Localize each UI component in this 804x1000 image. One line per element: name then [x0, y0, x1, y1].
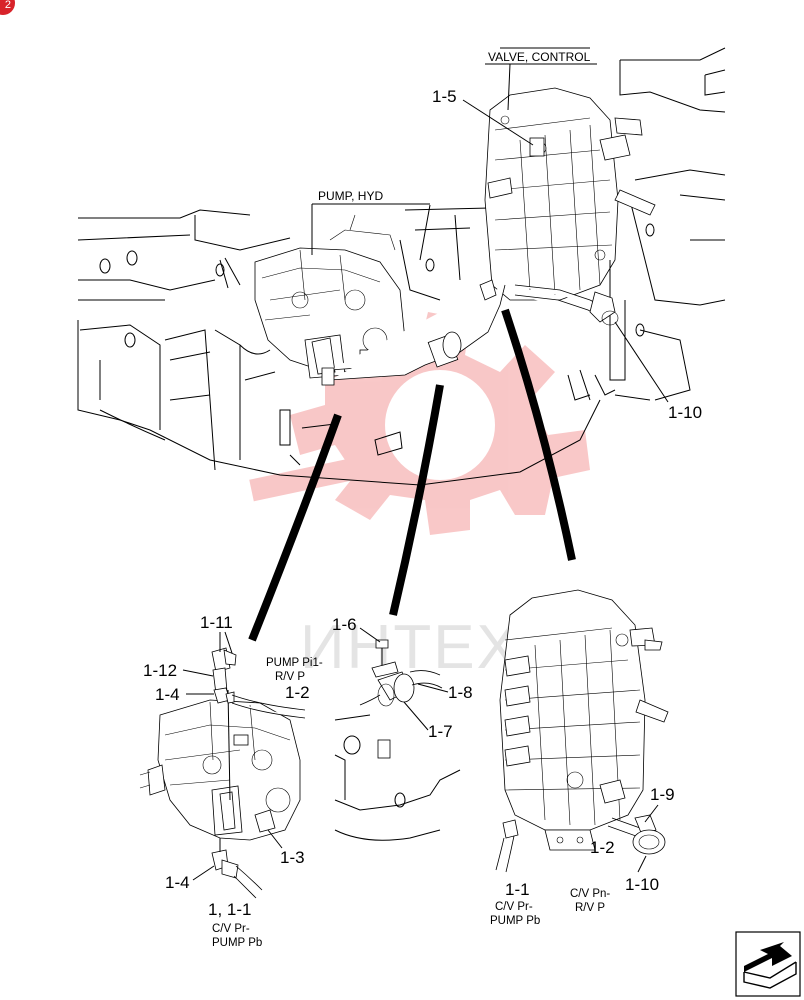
control-valve-top — [484, 87, 656, 396]
callout-1-1-left: 1, 1-1 — [208, 900, 251, 919]
page-badge: 2 — [0, 0, 15, 15]
callout-1-10-lower: 1-10 — [625, 875, 659, 894]
note-pump-pi1-line2: R/V P — [275, 671, 305, 683]
next-page-arrow-icon[interactable] — [735, 931, 801, 997]
note-cv-pn-line1: C/V Pn- — [570, 888, 610, 900]
callout-1-1-right: 1-1 — [505, 880, 530, 899]
clamp-detail-assembly — [334, 639, 461, 841]
callout-1-11: 1-11 — [200, 613, 233, 632]
pump-detail-assembly — [139, 647, 306, 899]
note-cv-pr-left-line2: PUMP Pb — [212, 937, 262, 949]
callout-1-10-top: 1-10 — [668, 403, 702, 422]
callout-1-2-right: 1-2 — [590, 838, 615, 857]
note-cv-pr-right-line2: PUMP Pb — [490, 915, 540, 927]
callout-1-6: 1-6 — [332, 615, 357, 634]
note-cv-pr-right-line1: C/V Pr- — [495, 901, 533, 913]
detail-pointer-lines — [248, 308, 576, 642]
callout-1-12: 1-12 — [143, 661, 177, 680]
note-pump-pi1-line1: PUMP Pi1- — [266, 657, 323, 669]
callout-1-7: 1-7 — [428, 722, 453, 741]
pump-hyd-header: PUMP, HYD — [318, 189, 383, 203]
callout-1-4-lower: 1-4 — [165, 873, 190, 892]
callout-1-8: 1-8 — [448, 683, 473, 702]
note-cv-pn-line2: R/V P — [575, 902, 605, 914]
note-cv-pr-left-line1: C/V Pr- — [212, 923, 250, 935]
control-valve-detail-assembly — [495, 589, 669, 873]
watermark-text: ИНТЕХ — [300, 613, 520, 682]
callout-1-2-left: 1-2 — [285, 683, 310, 702]
callout-1-4-upper: 1-4 — [155, 685, 180, 704]
callout-1-3: 1-3 — [280, 848, 305, 867]
valve-control-header: VALVE, CONTROL — [488, 50, 591, 64]
callout-1-9: 1-9 — [650, 785, 675, 804]
upper-hose-routing — [321, 279, 619, 386]
header-leaders — [311, 63, 597, 255]
callout-1-5: 1-5 — [432, 87, 457, 106]
